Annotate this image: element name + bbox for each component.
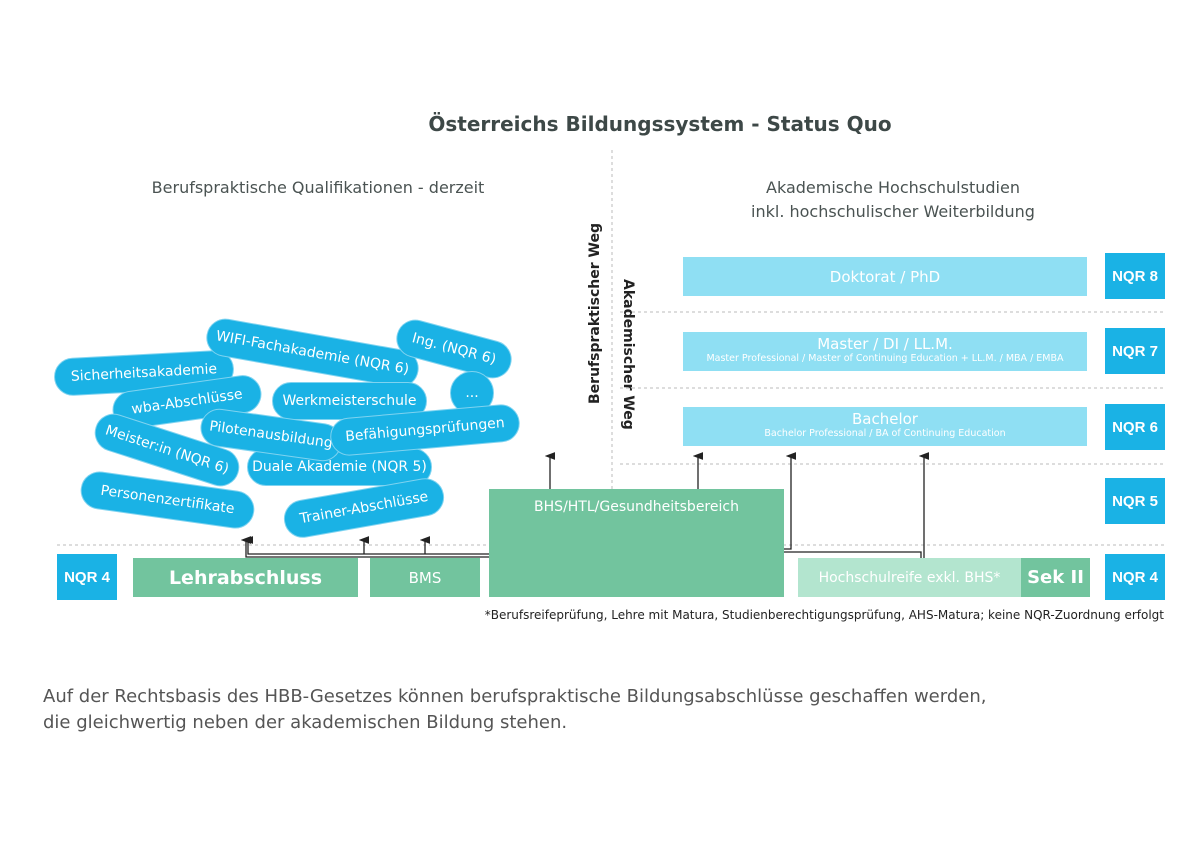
hochschulreife-box: Hochschulreife exkl. BHS* [798,558,1021,597]
caption-line-1: Auf der Rechtsbasis des HBB-Gesetzes kön… [43,686,987,707]
master-box: Master / DI / LL.M. Master Professional … [683,332,1087,371]
right-heading: Akademische Hochschulstudien inkl. hochs… [693,176,1093,224]
master-sublabel: Master Professional / Master of Continui… [706,353,1064,364]
nqr-6-badge: NQR 6 [1105,404,1165,450]
bhs-box: BHS/HTL/Gesundheitsbereich [489,489,784,597]
bachelor-sublabel: Bachelor Professional / BA of Continuing… [764,428,1006,439]
doktorat-box: Doktorat / PhD [683,257,1087,296]
diagram-title: Österreichs Bildungssystem - Status Quo [428,112,892,136]
vertical-label-berufspraktisch: Berufspraktischer Weg [587,223,603,404]
nqr-5-badge: NQR 5 [1105,478,1165,524]
lehrabschluss-box: Lehrabschluss [133,558,358,597]
nqr-7-badge: NQR 7 [1105,328,1165,374]
bms-box: BMS [370,558,480,597]
doktorat-label: Doktorat / PhD [829,267,941,286]
master-label: Master / DI / LL.M. [817,335,953,353]
nqr-4-badge: NQR 4 [1105,554,1165,600]
caption: Auf der Rechtsbasis des HBB-Gesetzes kön… [43,684,986,736]
right-heading-line-2: inkl. hochschulischer Weiterbildung [751,202,1035,221]
footnote: *Berufsreifeprüfung, Lehre mit Matura, S… [484,608,1164,622]
vertical-label-akademisch: Akademischer Weg [620,279,636,430]
caption-line-2: die gleichwertig neben der akademischen … [43,712,568,733]
bachelor-label: Bachelor [852,410,918,428]
bachelor-box: Bachelor Bachelor Professional / BA of C… [683,407,1087,446]
left-nqr-4-badge: NQR 4 [57,554,117,600]
right-heading-line-1: Akademische Hochschulstudien [766,178,1020,197]
left-heading: Berufspraktische Qualifikationen - derze… [151,178,485,197]
sek-ii-box: Sek II [1021,558,1090,597]
nqr-8-badge: NQR 8 [1105,253,1165,299]
